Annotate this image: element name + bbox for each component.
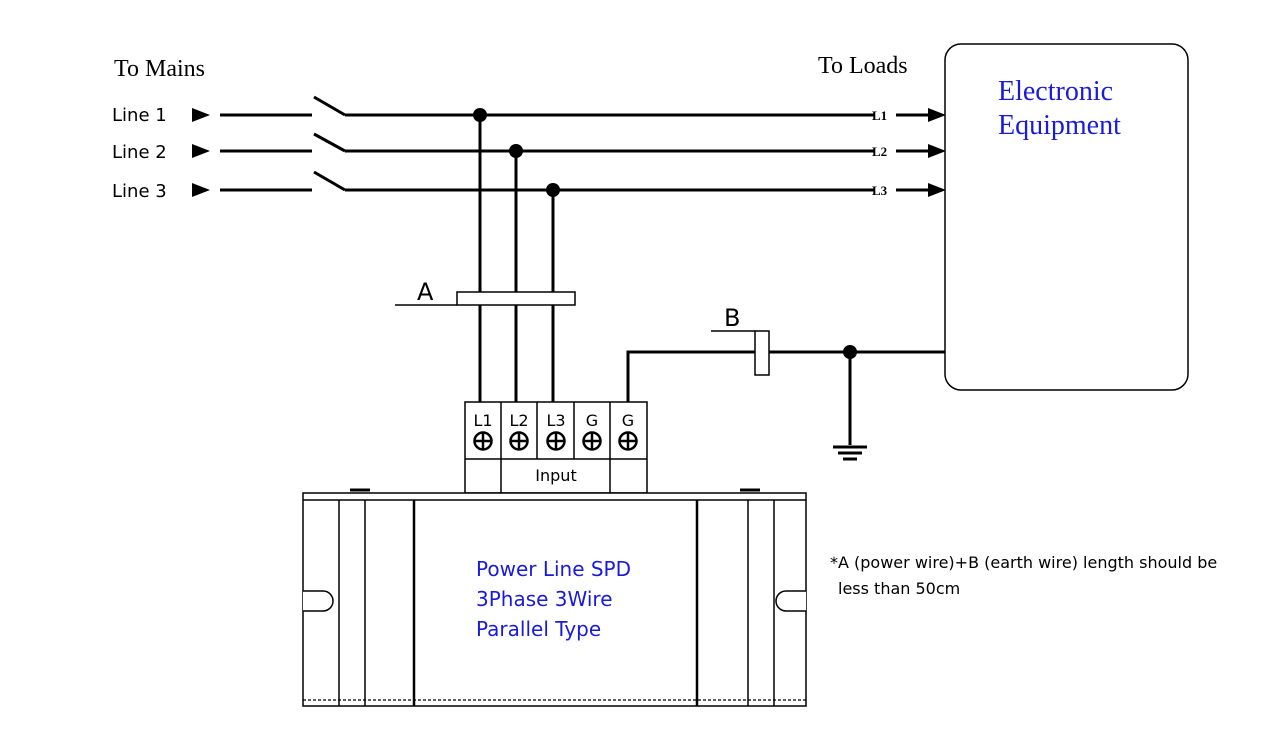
load-l2-arrow-icon: [928, 144, 946, 158]
electronic-equipment-box: [944, 43, 1189, 391]
marker-b-bracket: [754, 330, 770, 376]
terminal-label-3: G: [586, 411, 598, 430]
terminal-label-2: L3: [546, 411, 565, 430]
right-mounting-slot-icon: [775, 590, 806, 612]
spd-title-line1: Power Line SPD: [476, 557, 631, 581]
spd-housing: [302, 488, 807, 707]
load-l1-label: L1: [872, 108, 887, 123]
note-line1: *A (power wire)+B (earth wire) length sh…: [830, 553, 1217, 572]
terminal-label-0: L1: [473, 411, 492, 430]
terminal-label-4: G: [622, 411, 634, 430]
line3-switch: [313, 170, 346, 192]
to-loads-label: To Loads: [818, 53, 908, 79]
line1-switch: [313, 95, 346, 117]
spd-title-line2: 3Phase 3Wire: [476, 587, 613, 611]
marker-b-label: B: [724, 304, 740, 332]
load-l3-arrow-icon: [928, 183, 946, 197]
note-line2: less than 50cm: [838, 579, 960, 598]
line2-label: Line 2: [112, 142, 167, 163]
load-l1-arrow-icon: [928, 108, 946, 122]
load-l2-label: L2: [872, 144, 887, 159]
terminal-labels: L1 L2 L3 G G: [473, 411, 638, 451]
to-mains-label: To Mains: [114, 56, 205, 82]
line1-label: Line 1: [112, 105, 167, 126]
marker-a-bracket: [456, 291, 576, 306]
left-mounting-slot-icon: [303, 590, 334, 612]
equipment-label-line1: Electronic: [998, 76, 1113, 107]
line3-label: Line 3: [112, 181, 167, 202]
line2-input-arrow-icon: [192, 144, 210, 158]
line3-input-arrow-icon: [192, 183, 210, 197]
terminal-label-1: L2: [509, 411, 528, 430]
equipment-label-line2: Equipment: [998, 110, 1121, 141]
spd-outline: [302, 492, 807, 707]
line2-switch: [313, 132, 346, 153]
spd-title-line3: Parallel Type: [476, 617, 601, 641]
terminal-input-caption: Input: [535, 466, 576, 485]
earth-wire: [626, 350, 945, 402]
marker-a-label: A: [417, 278, 434, 306]
load-l3-label: L3: [872, 183, 888, 198]
line1-input-arrow-icon: [192, 108, 210, 122]
